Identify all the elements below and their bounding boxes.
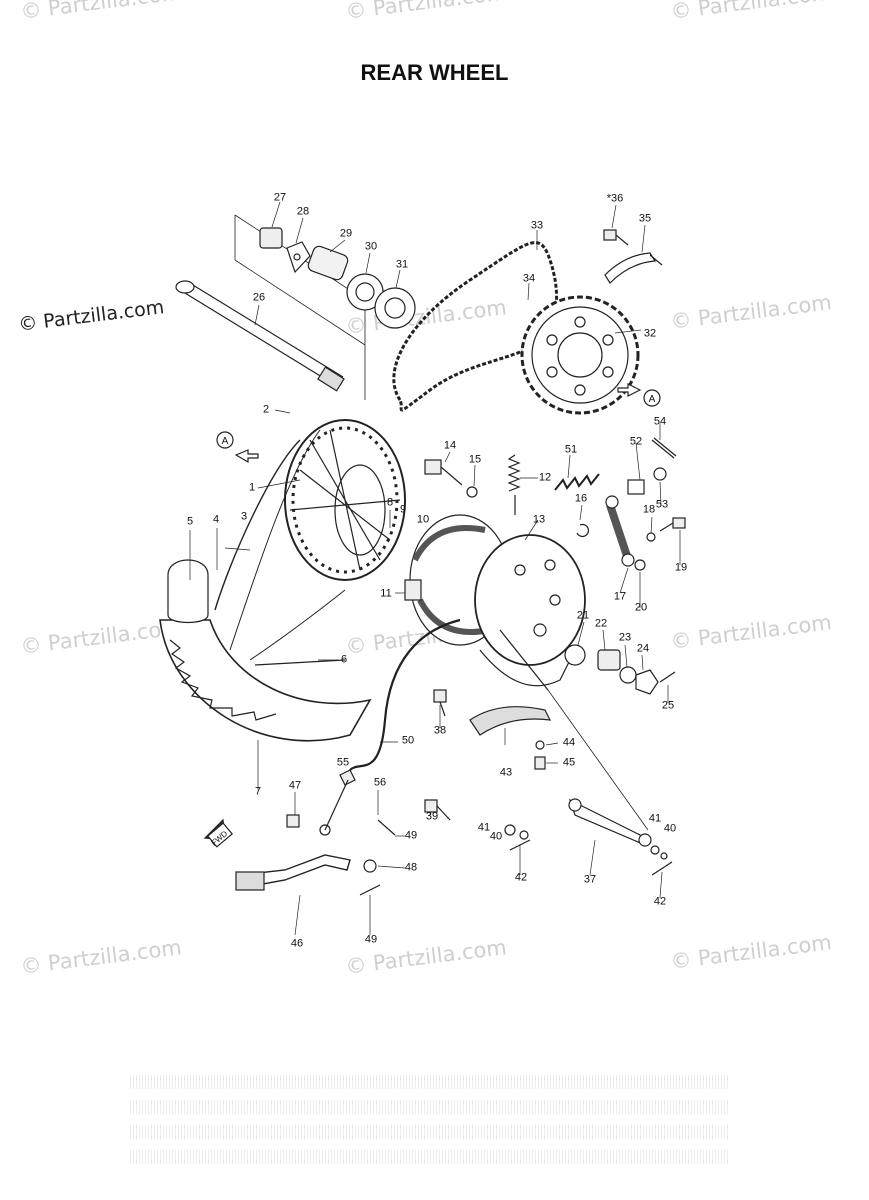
callout-39[interactable]: 39: [425, 810, 439, 823]
sprocket-bolt: [603, 229, 663, 284]
callout-41a[interactable]: 41: [477, 821, 491, 834]
callout-15[interactable]: 15: [468, 453, 482, 466]
ref-arrow-a: [617, 383, 661, 407]
callout-40b[interactable]: 40: [663, 822, 677, 835]
brake-arm: [433, 689, 552, 770]
callout-8[interactable]: 8: [386, 496, 394, 509]
rear-wheel-hub: [284, 419, 406, 581]
callout-53[interactable]: 53: [655, 498, 669, 511]
callout-12[interactable]: 12: [538, 471, 552, 484]
callout-43[interactable]: 43: [499, 766, 513, 779]
leader-lines: [189, 201, 681, 936]
callout-24[interactable]: 24: [636, 642, 650, 655]
scan-noise: [130, 1125, 730, 1139]
callout-44[interactable]: 44: [562, 736, 576, 749]
callout-36[interactable]: *36: [606, 192, 624, 205]
callout-49a[interactable]: 49: [404, 829, 418, 842]
brake-pedal: [235, 769, 396, 896]
return-spring: [507, 454, 521, 515]
callout-20[interactable]: 20: [634, 601, 648, 614]
callout-18[interactable]: 18: [642, 503, 656, 516]
callout-6[interactable]: 6: [340, 653, 348, 666]
callout-33[interactable]: 33: [530, 219, 544, 232]
callout-32[interactable]: 32: [643, 327, 657, 340]
ref-arrow-a-left: [216, 431, 259, 464]
callout-9[interactable]: 9: [399, 503, 407, 516]
callout-27[interactable]: 27: [273, 191, 287, 204]
callout-22[interactable]: 22: [594, 617, 608, 630]
brake-panel: [474, 534, 586, 691]
callout-34[interactable]: 34: [522, 272, 536, 285]
callout-21[interactable]: 21: [576, 609, 590, 622]
callout-1[interactable]: 1: [248, 481, 256, 494]
cotter-pin: [651, 437, 677, 459]
brake-cam-bolt: [424, 459, 478, 498]
callout-48[interactable]: 48: [404, 861, 418, 874]
ref-marker-text: A: [649, 394, 656, 405]
callout-50[interactable]: 50: [401, 734, 415, 747]
ref-marker-text: A: [222, 436, 229, 447]
callout-3[interactable]: 3: [240, 510, 248, 523]
callout-2[interactable]: 2: [262, 403, 270, 416]
callout-11[interactable]: 11: [380, 587, 392, 600]
callout-5[interactable]: 5: [186, 515, 194, 528]
page-title: REAR WHEEL: [360, 60, 509, 85]
callout-16[interactable]: 16: [574, 492, 588, 505]
callout-17[interactable]: 17: [613, 590, 627, 603]
callout-40a[interactable]: 40: [489, 830, 503, 843]
callout-45[interactable]: 45: [562, 756, 576, 769]
tension-bar: [424, 689, 673, 876]
rear-sprocket: [520, 295, 640, 415]
callout-38[interactable]: 38: [433, 724, 447, 737]
axle-part: [175, 280, 345, 392]
callout-51[interactable]: 51: [564, 443, 578, 456]
callout-41b[interactable]: 41: [648, 812, 662, 825]
tension-spring: [554, 473, 600, 491]
callout-52[interactable]: 52: [629, 435, 643, 448]
drive-chain: [392, 241, 559, 412]
callout-4[interactable]: 4: [212, 513, 220, 526]
scan-noise: [130, 1100, 730, 1114]
rim-and-tire: [159, 429, 372, 742]
callout-10[interactable]: 10: [416, 513, 430, 526]
callout-55[interactable]: 55: [336, 756, 350, 769]
callout-35[interactable]: 35: [638, 212, 652, 225]
callout-31[interactable]: 31: [395, 258, 409, 271]
callout-46[interactable]: 46: [290, 937, 304, 950]
callout-26[interactable]: 26: [252, 291, 266, 304]
callout-49b[interactable]: 49: [364, 933, 378, 946]
callout-23[interactable]: 23: [618, 631, 632, 644]
callout-30[interactable]: 30: [364, 240, 378, 253]
callout-25[interactable]: 25: [661, 699, 675, 712]
fwd-arrow: [203, 818, 234, 848]
callout-37[interactable]: 37: [583, 873, 597, 886]
callout-47[interactable]: 47: [288, 779, 302, 792]
callout-42a[interactable]: 42: [514, 871, 528, 884]
brake-cable-rod: [349, 618, 461, 771]
callout-54[interactable]: 54: [653, 415, 667, 428]
scan-noise: [130, 1150, 730, 1164]
callout-42b[interactable]: 42: [653, 895, 667, 908]
callout-13[interactable]: 13: [532, 513, 546, 526]
bearing-stack: [259, 227, 416, 329]
scan-noise: [130, 1075, 730, 1089]
torque-link: [576, 467, 686, 571]
callout-7[interactable]: 7: [254, 785, 262, 798]
callout-56[interactable]: 56: [373, 776, 387, 789]
axle-collars: [564, 644, 676, 695]
callout-14[interactable]: 14: [443, 439, 457, 452]
callout-28[interactable]: 28: [296, 205, 310, 218]
callout-29[interactable]: 29: [339, 227, 353, 240]
callout-19[interactable]: 19: [674, 561, 688, 574]
